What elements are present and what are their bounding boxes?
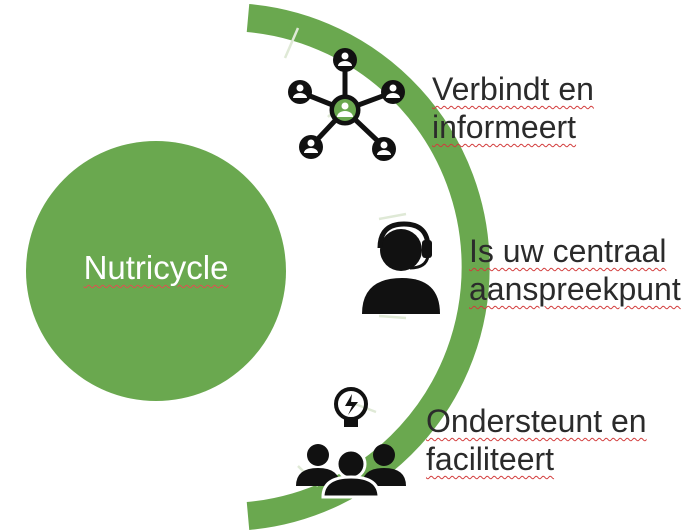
item-label-line: Verbindt en [432,70,594,108]
item-label-line: informeert [432,108,594,146]
item-label-line-text: aanspreekpunt [469,271,681,307]
item-label-line: Ondersteunt en [426,402,647,440]
headset-support-icon [362,221,440,314]
item-label-line: Is uw centraal [469,232,681,270]
item-label-support: Ondersteunt en faciliteert [426,402,647,478]
item-label-connect: Verbindt en informeert [432,70,594,146]
network-people-icon [288,48,405,161]
center-label-text: Nutricycle [83,249,229,286]
lightbulb-team-icon [296,387,406,499]
nutricycle-circle [26,141,286,401]
item-label-line-text: Verbindt en [432,71,594,107]
center-label: Nutricycle [28,248,284,288]
item-label-line-text: Is uw centraal [469,233,667,269]
item-label-line-text: informeert [432,109,577,145]
item-label-line: aanspreekpunt [469,270,681,308]
item-label-contact: Is uw centraal aanspreekpunt [469,232,681,308]
item-label-line-text: Ondersteunt en [426,403,647,439]
item-label-line: faciliteert [426,440,647,478]
item-label-line-text: faciliteert [426,441,555,477]
